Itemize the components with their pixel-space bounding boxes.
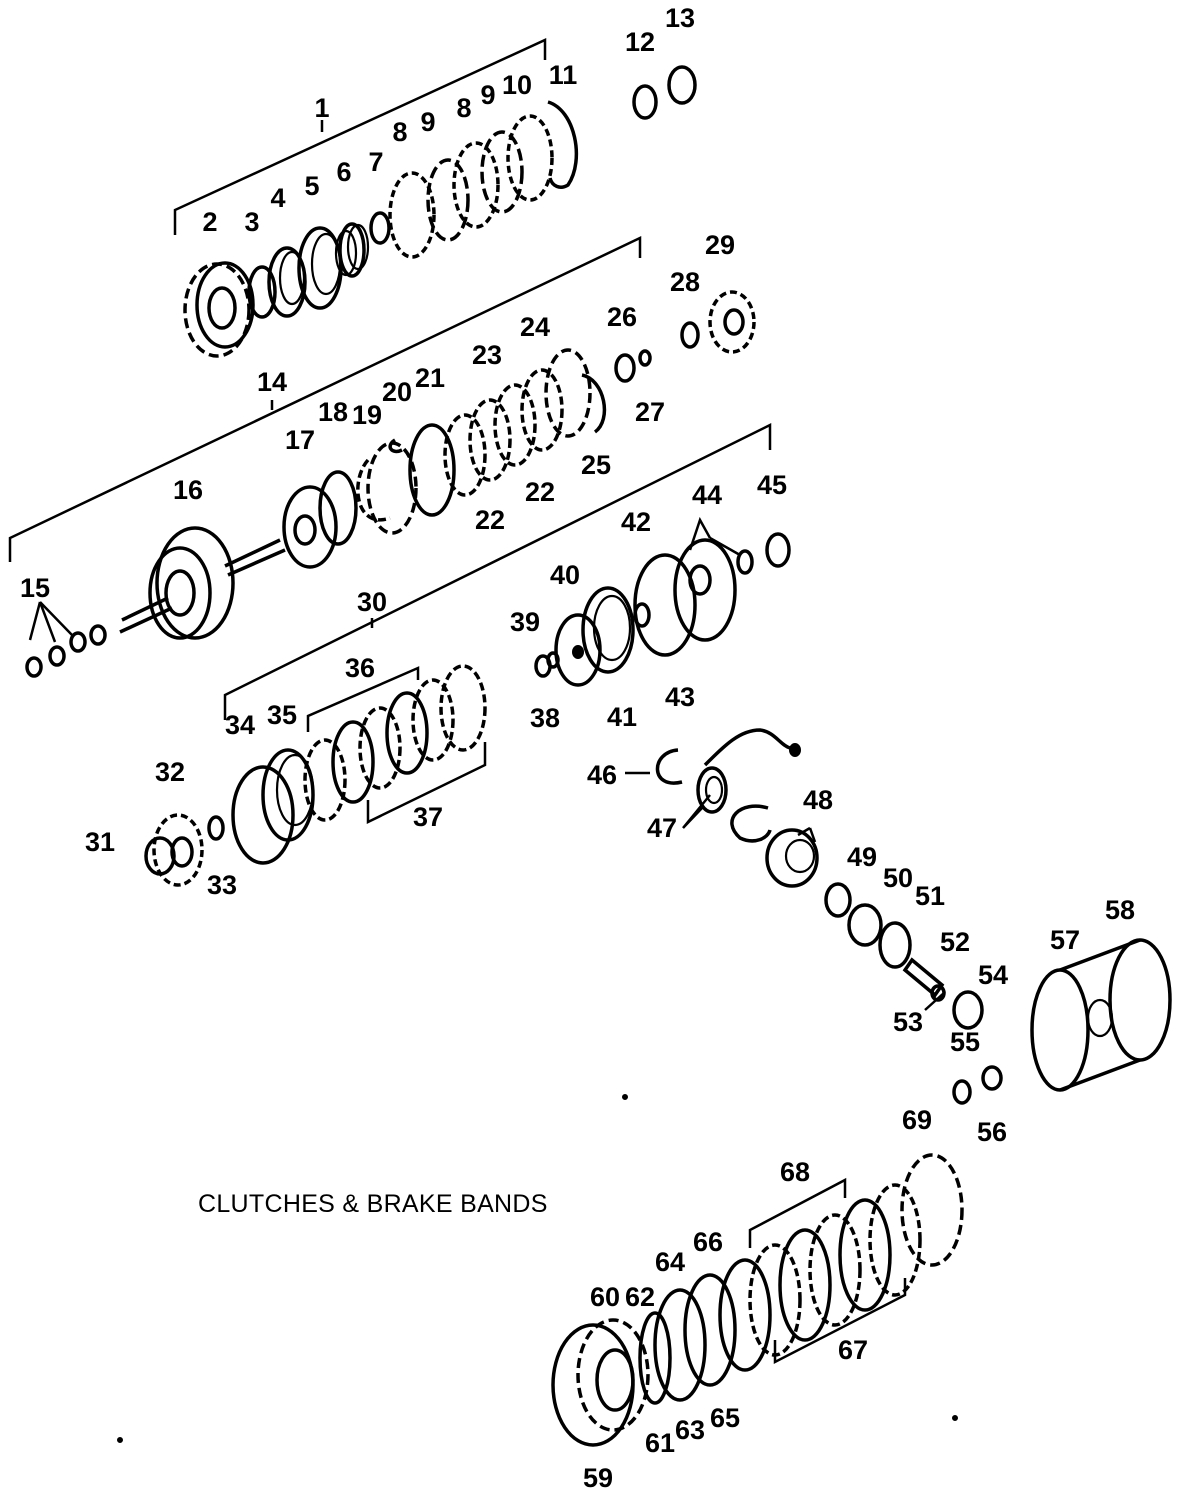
callout-11: 11: [549, 60, 578, 90]
callout-45: 45: [757, 470, 787, 500]
clutch-group-30: [144, 422, 772, 887]
callout-9a: 9: [420, 107, 435, 137]
washer-28: [680, 321, 700, 349]
callout-24: 24: [520, 312, 550, 342]
callout-28: 28: [670, 267, 700, 297]
callout-4: 4: [270, 183, 285, 213]
callout-56: 56: [977, 1117, 1007, 1147]
callout-10: 10: [502, 70, 532, 100]
callout-26: 26: [607, 302, 637, 332]
bearing-27: [638, 349, 652, 367]
callout-34: 34: [225, 710, 255, 740]
callout-8b: 8: [456, 93, 471, 123]
callout-8a: 8: [392, 117, 407, 147]
callout-44: 44: [692, 480, 722, 510]
callout-66: 66: [693, 1227, 723, 1257]
callout-48: 48: [803, 785, 833, 815]
callout-7: 7: [368, 147, 383, 177]
callout-12: 12: [625, 27, 655, 57]
callout-20: 20: [382, 377, 412, 407]
callout-36: 36: [345, 653, 375, 683]
callout-23: 23: [472, 340, 502, 370]
clutch-group-59-69: [551, 1153, 964, 1447]
callout-67: 67: [838, 1335, 868, 1365]
callout-9b: 9: [480, 80, 495, 110]
callout-68: 68: [780, 1157, 810, 1187]
callout-38: 38: [530, 703, 560, 733]
washer-13: [667, 65, 697, 105]
callout-22a: 22: [475, 505, 505, 535]
callout-43: 43: [665, 682, 695, 712]
callout-13: 13: [665, 3, 695, 33]
clutch-group-14: [8, 236, 642, 678]
diagram-caption: CLUTCHES & BRAKE BANDS: [198, 1190, 548, 1218]
callout-41: 41: [607, 702, 637, 732]
callout-55: 55: [950, 1027, 980, 1057]
washer-26: [614, 353, 636, 383]
callout-27: 27: [635, 397, 665, 427]
callout-42: 42: [621, 507, 651, 537]
callout-59: 59: [583, 1463, 613, 1493]
callout-29: 29: [705, 230, 735, 260]
callout-65: 65: [710, 1403, 740, 1433]
callout-21: 21: [415, 363, 445, 393]
callout-1: 1: [314, 93, 329, 123]
callout-31: 31: [85, 827, 115, 857]
accumulator-assembly: [534, 516, 791, 687]
callout-53: 53: [893, 1007, 923, 1037]
callout-35: 35: [267, 700, 297, 730]
callout-16: 16: [173, 475, 203, 505]
callout-64: 64: [655, 1247, 685, 1277]
callout-25: 25: [581, 450, 611, 480]
callout-39: 39: [510, 607, 540, 637]
callout-37: 37: [413, 802, 443, 832]
callout-63: 63: [675, 1415, 705, 1445]
callout-50: 50: [883, 863, 913, 893]
callout-6: 6: [336, 157, 351, 187]
callout-3: 3: [244, 207, 259, 237]
clutch-group-1: [173, 38, 579, 358]
callout-17: 17: [285, 425, 315, 455]
band-and-drum-57-58: [1030, 938, 1172, 1092]
washer-12: [632, 84, 658, 120]
callout-22b: 22: [525, 477, 555, 507]
gear-29: [708, 290, 756, 354]
callout-52: 52: [940, 927, 970, 957]
callout-51: 51: [915, 881, 945, 911]
callout-labels: 1 2 3 4 5 6 7 8 8 9 9 10 11 12 13 14 15 …: [20, 3, 1135, 1493]
callout-61: 61: [645, 1428, 675, 1458]
callout-58: 58: [1105, 895, 1135, 925]
callout-69: 69: [902, 1105, 932, 1135]
callout-47: 47: [647, 813, 677, 843]
callout-40: 40: [550, 560, 580, 590]
callout-18: 18: [318, 397, 348, 427]
callout-19: 19: [352, 400, 382, 430]
callout-54: 54: [978, 960, 1008, 990]
callout-32: 32: [155, 757, 185, 787]
callout-15: 15: [20, 573, 50, 603]
callout-30: 30: [357, 587, 387, 617]
callout-2: 2: [202, 207, 217, 237]
servo-assembly: [824, 882, 1003, 1105]
callout-49: 49: [847, 842, 877, 872]
callout-62: 62: [625, 1282, 655, 1312]
callout-60: 60: [590, 1282, 620, 1312]
callout-46: 46: [587, 760, 617, 790]
callout-5: 5: [304, 171, 319, 201]
brake-band-46-48: [625, 728, 819, 888]
callout-57: 57: [1050, 925, 1080, 955]
callout-33: 33: [207, 870, 237, 900]
callout-14: 14: [257, 367, 287, 397]
